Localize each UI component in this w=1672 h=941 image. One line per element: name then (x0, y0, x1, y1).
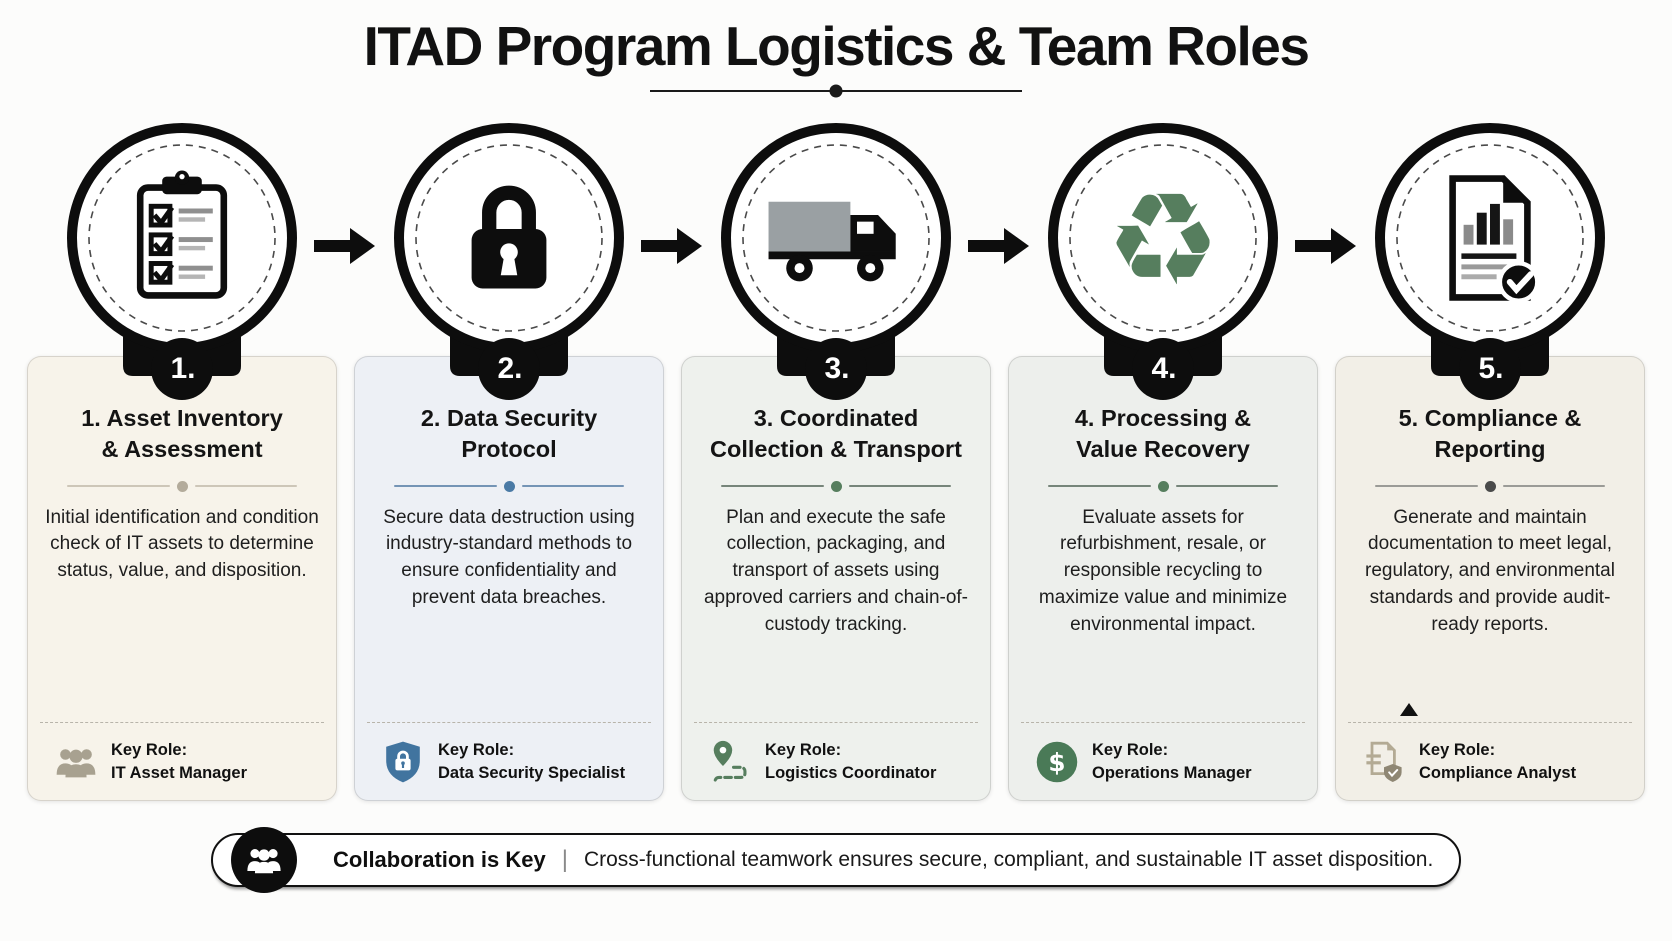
step-2-role: Key Role: Data Security Specialist (367, 722, 651, 800)
divider-line (1175, 484, 1278, 488)
role-name: IT Asset Manager (111, 763, 248, 782)
divider-dot-icon (829, 84, 843, 98)
divider-line (1502, 484, 1605, 488)
step-5-number-badge: 5. (1459, 338, 1521, 400)
role-name: Data Security Specialist (438, 763, 626, 782)
step-3-role: Key Role: Logistics Coordinator (694, 722, 978, 800)
card-divider (1048, 480, 1278, 492)
collaboration-text: Cross-functional teamwork ensures secure… (583, 848, 1434, 871)
step-4-processing-recovery: ♻ 4. 4. Processing & Value Recovery Eval… (1008, 118, 1318, 801)
footer-separator: | (561, 846, 568, 873)
divider-dot-icon (176, 480, 188, 492)
step-4-number-badge: 4. (1132, 338, 1194, 400)
step-3-description: Plan and execute the safe collection, pa… (703, 506, 969, 636)
role-label: Key Role: (111, 741, 188, 760)
step-4-title: 4. Processing & Value Recovery (1074, 405, 1252, 463)
card-divider (67, 480, 297, 492)
step-2-data-security: 2. 2. Data Security Protocol Secure data… (354, 118, 664, 801)
svg-text:$: $ (1048, 747, 1065, 776)
flow-arrow-icon (968, 228, 1029, 264)
step-4-description: Evaluate assets for refurbishment, resal… (1038, 506, 1288, 636)
step-4-role-text: Key Role: Operations Manager (1092, 739, 1252, 784)
role-label: Key Role: (438, 741, 515, 760)
step-2-card: 2. Data Security Protocol Secure data de… (354, 356, 664, 801)
flow-arrow-icon (641, 228, 702, 264)
stray-triangle-decoration (1400, 703, 1418, 716)
dollar-circle-icon: $ (1036, 741, 1078, 782)
divider-dot-icon (503, 480, 515, 492)
collaboration-banner: Collaboration is Key | Cross-functional … (211, 827, 1461, 893)
divider-line (67, 484, 170, 488)
team-people-icon (56, 748, 96, 777)
collaboration-heading: Collaboration is Key (333, 847, 546, 872)
divider-dot-icon (830, 480, 842, 492)
role-label: Key Role: (1092, 741, 1169, 760)
step-3-collection-transport: 3. 3. Coordinated Collection & Transport… (681, 118, 991, 801)
step-4-card: 4. Processing & Value Recovery Evaluate … (1008, 356, 1318, 801)
card-divider (721, 480, 951, 492)
step-1-card: 1. Asset Inventory & Assessment Initial … (27, 356, 337, 801)
step-1-title: 1. Asset Inventory & Assessment (81, 405, 283, 463)
step-5-medallion (1365, 118, 1615, 376)
process-steps-row: 1. 1. Asset Inventory & Assessment Initi… (27, 118, 1645, 801)
step-1-role-text: Key Role: IT Asset Manager (111, 739, 247, 784)
divider-line (194, 484, 297, 488)
step-3-card: 3. Coordinated Collection & Transport Pl… (681, 356, 991, 801)
step-2-description: Secure data destruction using industry-s… (383, 506, 635, 609)
role-name: Operations Manager (1092, 763, 1252, 782)
shield-lock-icon (386, 741, 420, 782)
divider-line (1048, 484, 1151, 488)
step-1-number-badge: 1. (151, 338, 213, 400)
step-3-number-badge: 3. (805, 338, 867, 400)
divider-dot-icon (1157, 480, 1169, 492)
step-5-role: Key Role: Compliance Analyst (1348, 722, 1632, 800)
step-5-card: 5. Compliance & Reporting Generate and m… (1335, 356, 1645, 801)
step-5-title: 5. Compliance & Reporting (1398, 405, 1582, 463)
card-divider (1375, 480, 1605, 492)
step-2-title: 2. Data Security Protocol (420, 405, 598, 463)
step-1-description: Initial identification and condition che… (45, 506, 319, 582)
divider-line (521, 484, 624, 488)
step-5-role-text: Key Role: Compliance Analyst (1419, 739, 1576, 784)
flow-arrow-icon (1295, 228, 1356, 264)
step-5-description: Generate and maintain documentation to m… (1365, 506, 1615, 636)
divider-dot-icon (1484, 480, 1496, 492)
step-2-number-badge: 2. (478, 338, 540, 400)
step-4-medallion: ♻ (1038, 118, 1288, 376)
step-3-medallion (711, 118, 961, 376)
header: ITAD Program Logistics & Team Roles (0, 0, 1672, 98)
recycle-icon: ♻ (1048, 123, 1278, 376)
role-label: Key Role: (1419, 741, 1496, 760)
divider-line (848, 484, 951, 488)
step-1-asset-inventory: 1. 1. Asset Inventory & Assessment Initi… (27, 118, 337, 801)
flow-arrow-icon (314, 228, 375, 264)
role-name: Compliance Analyst (1419, 763, 1577, 782)
divider-line (394, 484, 497, 488)
svg-text:♻: ♻ (1106, 166, 1221, 315)
role-label: Key Role: (765, 741, 842, 760)
role-name: Logistics Coordinator (765, 763, 937, 782)
truck-icon (721, 123, 951, 376)
divider-line (1375, 484, 1478, 488)
step-2-role-text: Key Role: Data Security Specialist (438, 739, 625, 784)
step-4-role: $ Key Role: Operations Manager (1021, 722, 1305, 800)
step-1-role: Key Role: IT Asset Manager (40, 722, 324, 800)
step-5-compliance-reporting: 5. 5. Compliance & Reporting Generate an… (1335, 118, 1645, 801)
report-chart-icon (1375, 123, 1605, 376)
people-group-glyph (247, 849, 281, 874)
page-title: ITAD Program Logistics & Team Roles (363, 15, 1310, 77)
people-group-icon (231, 827, 297, 893)
step-3-role-text: Key Role: Logistics Coordinator (765, 739, 936, 784)
divider-line (721, 484, 824, 488)
title-divider (650, 84, 1022, 98)
step-3-title: 3. Coordinated Collection & Transport (710, 405, 962, 463)
document-shield-icon (1366, 741, 1402, 782)
route-pin-icon (713, 740, 747, 783)
card-divider (394, 480, 624, 492)
